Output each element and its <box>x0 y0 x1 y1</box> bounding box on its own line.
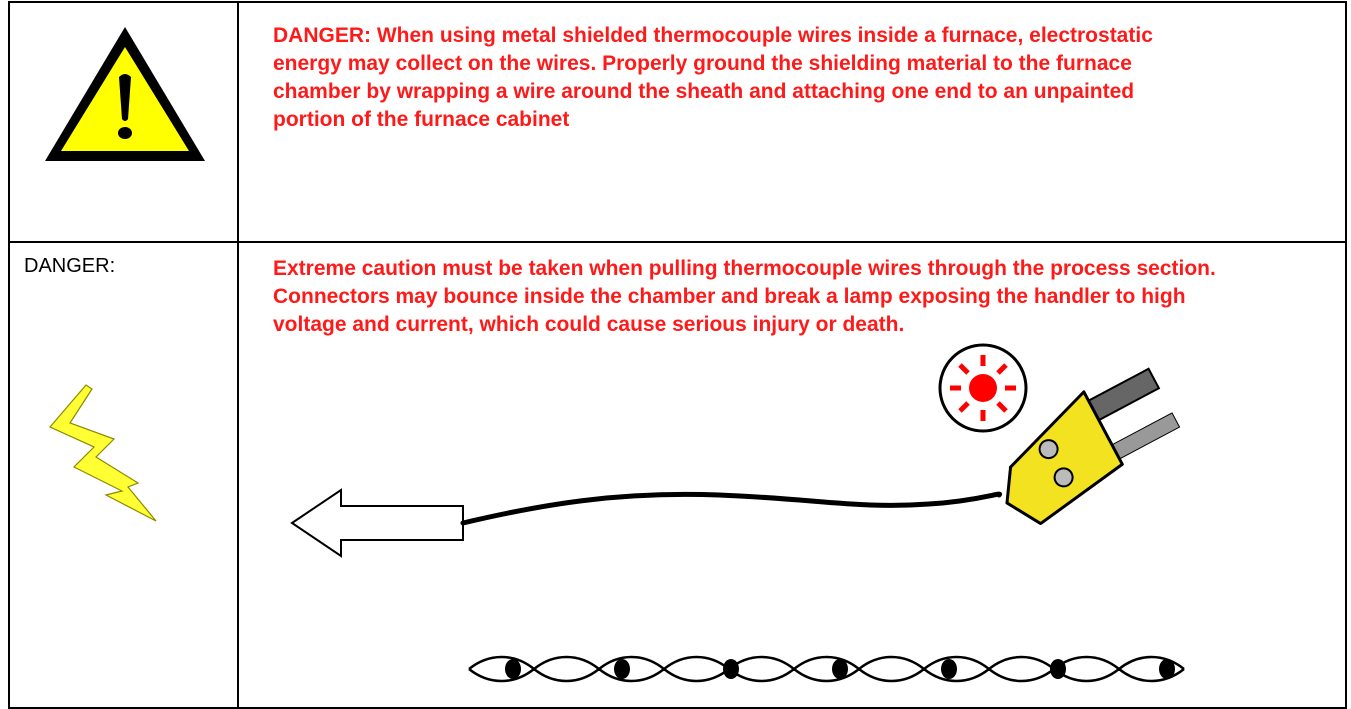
broken-lamp-icon <box>938 343 1028 433</box>
pulling-wires-danger-text: Extreme caution must be taken when pulli… <box>273 257 1216 336</box>
electrostatic-danger-text: DANGER: When using metal shielded thermo… <box>273 24 1153 131</box>
twisted-wire-icon <box>468 655 1185 683</box>
thermocouple-wire <box>460 491 1003 526</box>
text-cell: Extreme caution must be taken when pulli… <box>237 241 1347 709</box>
warning-row-pulling-wires: DANGER: Extreme caution must be taken wh… <box>8 241 1347 709</box>
safety-warning-sheet: DANGER: When using metal shielded thermo… <box>8 1 1347 709</box>
warning-table: DANGER: When using metal shielded thermo… <box>8 1 1347 709</box>
thermocouple-connector-icon <box>1005 367 1181 526</box>
danger-label: DANGER: <box>24 255 116 277</box>
lightning-bolt-icon <box>49 384 157 522</box>
warning-row-electrostatic: DANGER: When using metal shielded thermo… <box>8 1 1347 243</box>
thermocouple-illustration <box>290 343 1185 683</box>
warning-triangle-icon <box>45 27 205 161</box>
icon-cell: DANGER: <box>8 241 239 709</box>
icon-cell <box>8 1 239 243</box>
left-arrow-icon <box>290 488 464 558</box>
text-cell: DANGER: When using metal shielded thermo… <box>237 1 1347 243</box>
